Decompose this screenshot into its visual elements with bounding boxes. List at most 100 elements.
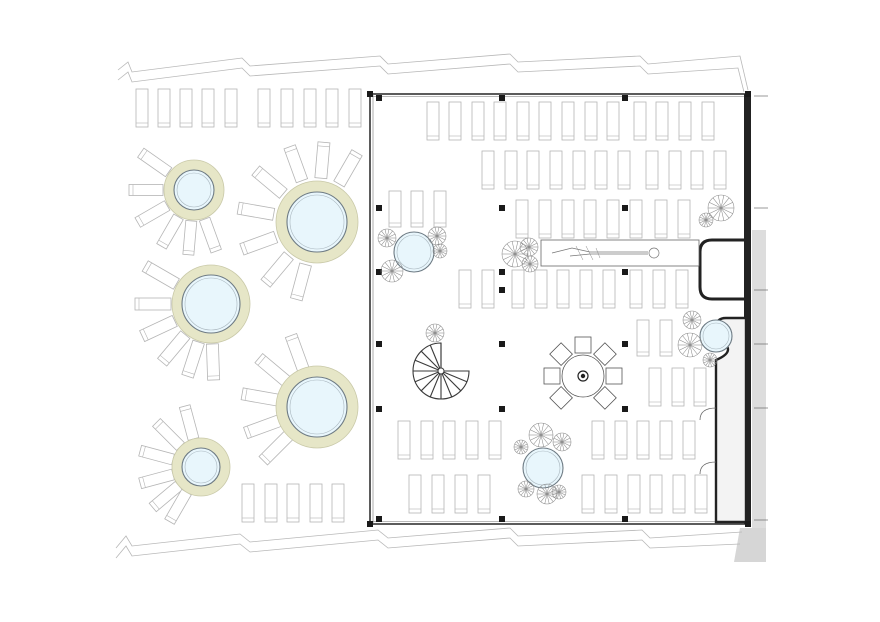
building-envelope <box>369 93 768 525</box>
column <box>367 91 373 97</box>
lounger <box>156 213 184 250</box>
lounger <box>645 150 659 190</box>
lounger <box>477 474 491 514</box>
lounger <box>538 199 552 239</box>
lounger <box>182 219 198 256</box>
plant <box>551 484 567 500</box>
structural-columns <box>367 91 751 527</box>
lounger <box>627 474 641 514</box>
lounger <box>241 483 255 523</box>
lounger <box>243 414 282 440</box>
round-lounge-table <box>543 336 623 410</box>
lounger <box>636 319 650 357</box>
plant <box>377 228 397 248</box>
lounger <box>649 474 663 514</box>
lounge-chair <box>593 342 617 366</box>
lounger <box>280 88 294 128</box>
lounger <box>493 101 507 141</box>
column <box>622 341 628 347</box>
lounger <box>314 141 331 180</box>
outdoor-hot-tub <box>163 159 225 221</box>
lounger <box>309 483 323 523</box>
indoor-hot-tub <box>699 319 733 353</box>
lounger <box>675 269 689 309</box>
lounger <box>677 199 691 239</box>
column <box>499 95 505 101</box>
plant <box>519 237 539 257</box>
column <box>622 205 628 211</box>
lounger <box>198 216 222 254</box>
lounger <box>678 101 692 141</box>
lounger <box>652 269 666 309</box>
lounger <box>672 474 686 514</box>
plant <box>427 226 447 246</box>
exterior-shadow <box>734 230 766 562</box>
lounger <box>410 190 424 228</box>
lounger <box>671 367 685 407</box>
lounger <box>151 417 185 451</box>
lounger <box>606 199 620 239</box>
plant <box>702 352 718 368</box>
lounger <box>205 343 221 381</box>
lounger <box>458 269 472 309</box>
plant <box>528 422 554 448</box>
lounger <box>690 150 704 190</box>
column <box>622 95 628 101</box>
lounger <box>134 200 171 228</box>
lounger <box>454 474 468 514</box>
lounger <box>448 101 462 141</box>
planter-group <box>377 194 735 505</box>
lounger <box>408 474 422 514</box>
lounger <box>236 201 276 221</box>
lounger <box>655 101 669 141</box>
lounger <box>538 101 552 141</box>
lounger <box>534 269 548 309</box>
lounger <box>471 101 485 141</box>
lounger <box>659 420 673 460</box>
lounger <box>561 101 575 141</box>
lounger <box>420 420 434 460</box>
plant <box>682 310 702 330</box>
column <box>376 95 382 101</box>
spiral-staircase <box>412 342 470 400</box>
lounger <box>481 150 495 190</box>
lounger <box>648 367 662 407</box>
plant <box>380 259 404 283</box>
lounger <box>135 88 149 128</box>
lounger <box>481 269 495 309</box>
lounger <box>442 420 456 460</box>
lounger <box>579 269 593 309</box>
lounger <box>139 314 178 343</box>
lounger <box>629 199 643 239</box>
column <box>499 269 505 275</box>
lounger <box>594 150 608 190</box>
lounger <box>333 149 363 188</box>
plant <box>517 480 535 498</box>
lounger <box>431 474 445 514</box>
plant <box>707 194 735 222</box>
lounger <box>694 474 708 514</box>
column <box>499 287 505 293</box>
lounger <box>224 88 238 128</box>
indoor-hot-tub <box>522 447 564 489</box>
lounger <box>138 468 175 490</box>
lounger <box>426 101 440 141</box>
lounger <box>614 420 628 460</box>
lounger <box>633 101 647 141</box>
lounger <box>515 199 529 239</box>
lounger <box>591 420 605 460</box>
lounger <box>325 88 339 128</box>
plant <box>501 240 529 268</box>
lounger <box>682 420 696 460</box>
roof-edge-bottom <box>115 527 743 559</box>
lounger <box>693 367 707 407</box>
lounger <box>511 269 525 309</box>
lounger <box>181 339 205 379</box>
column <box>499 516 505 522</box>
column <box>499 341 505 347</box>
lounge-chair <box>605 367 623 385</box>
lounger <box>239 230 279 256</box>
plant <box>521 255 539 273</box>
lounger <box>141 260 180 290</box>
lounger <box>137 147 173 178</box>
